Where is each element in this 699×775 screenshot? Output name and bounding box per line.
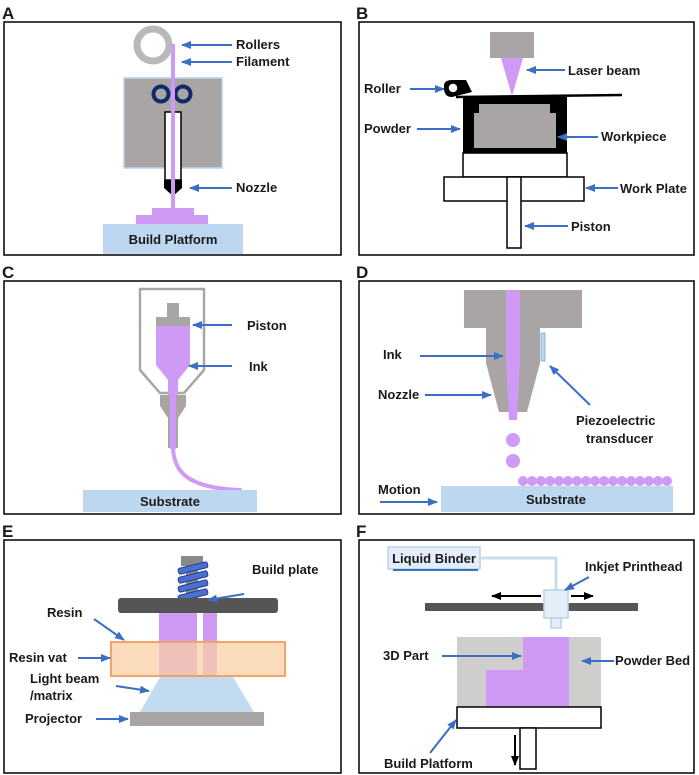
panel-d: D Substrate Ink Nozzle Piezoelectric bbox=[356, 263, 695, 515]
piston-rod bbox=[506, 176, 522, 249]
arrow-platform-f bbox=[429, 719, 457, 754]
label-part: 3D Part bbox=[383, 648, 429, 663]
label-substrate-d: Substrate bbox=[526, 492, 586, 507]
ink-taper bbox=[506, 362, 520, 420]
panel-a-frame bbox=[3, 21, 342, 256]
syringe-barrel bbox=[138, 287, 206, 395]
panel-d-frame bbox=[358, 280, 695, 515]
printed-part bbox=[486, 637, 569, 707]
build-chamber bbox=[462, 152, 568, 178]
filament-spool bbox=[133, 25, 173, 65]
arrow-buildplate bbox=[207, 593, 245, 603]
label-ink-c: Ink bbox=[249, 359, 269, 374]
printhead-tip bbox=[550, 617, 562, 629]
label-rollers: Rollers bbox=[236, 37, 280, 52]
label-motion: Motion bbox=[378, 482, 421, 497]
platform-piston bbox=[519, 727, 537, 770]
droplet-1 bbox=[506, 433, 520, 447]
panel-d-letter: D bbox=[356, 263, 368, 282]
inkjet-printhead bbox=[543, 589, 569, 619]
panel-f: F Liquid Binder Inkjet Printhead 3D Part… bbox=[356, 522, 695, 774]
panel-e-letter: E bbox=[2, 522, 13, 541]
deposited-droplets bbox=[518, 476, 672, 486]
screw-thread bbox=[177, 561, 209, 602]
printed-layer-bottom bbox=[136, 215, 208, 224]
label-light-1: Light beam bbox=[30, 671, 99, 686]
resin-vat bbox=[110, 641, 286, 677]
workpiece bbox=[474, 104, 556, 148]
label-buildplate: Build plate bbox=[252, 562, 318, 577]
ink-channel bbox=[170, 395, 176, 449]
powder-surface bbox=[455, 93, 623, 99]
feed-tube bbox=[480, 556, 558, 590]
label-roller: Roller bbox=[364, 81, 401, 96]
plunger-head bbox=[156, 317, 190, 326]
printhead-rail bbox=[425, 603, 638, 611]
laser-beam bbox=[501, 58, 523, 96]
roller-right bbox=[173, 84, 193, 104]
label-printhead: Inkjet Printhead bbox=[585, 559, 683, 574]
label-binder: Liquid Binder bbox=[392, 551, 476, 566]
droplet-2 bbox=[506, 454, 520, 468]
extruded-ink bbox=[171, 446, 242, 492]
ink-channel-d bbox=[506, 290, 520, 362]
panel-b: B Laser beam Roller Powder Workpiece Wor… bbox=[356, 4, 695, 256]
printed-layer-top bbox=[152, 208, 194, 216]
panel-b-letter: B bbox=[356, 4, 368, 23]
arrow-lightbeam bbox=[115, 685, 150, 694]
plunger-rod bbox=[167, 303, 179, 319]
panel-f-letter: F bbox=[356, 522, 366, 541]
label-piezo-1: Piezoelectric bbox=[576, 413, 656, 428]
label-piezo-2: transducer bbox=[586, 431, 653, 446]
light-beam bbox=[140, 677, 254, 712]
substrate-c bbox=[83, 490, 257, 512]
label-platform-f: Build Platform bbox=[384, 756, 473, 771]
panel-e-frame bbox=[3, 539, 342, 774]
ink-reservoir bbox=[156, 326, 190, 396]
printhead-body bbox=[464, 290, 582, 412]
filament-strand bbox=[171, 44, 175, 214]
label-resin: Resin bbox=[47, 605, 82, 620]
label-laser: Laser beam bbox=[568, 63, 640, 78]
build-platform-label: Build Platform bbox=[129, 232, 218, 247]
label-substrate-c: Substrate bbox=[140, 494, 200, 509]
roller-left bbox=[151, 84, 171, 104]
label-light-2: /matrix bbox=[30, 688, 73, 703]
label-workpiece: Workpiece bbox=[601, 129, 667, 144]
label-workplate: Work Plate bbox=[620, 181, 687, 196]
build-plate bbox=[118, 598, 278, 613]
label-resinvat: Resin vat bbox=[9, 650, 67, 665]
label-projector: Projector bbox=[25, 711, 82, 726]
arrow-resin bbox=[93, 618, 125, 641]
roller-wheel bbox=[447, 82, 459, 94]
build-platform bbox=[103, 224, 243, 254]
panel-c-letter: C bbox=[2, 263, 14, 282]
label-nozzle: Nozzle bbox=[236, 180, 277, 195]
panel-c: C Substrate Piston Ink bbox=[2, 263, 342, 515]
piezo-transducer bbox=[540, 332, 546, 362]
panel-f-frame bbox=[358, 539, 695, 774]
arrow-piezo bbox=[549, 365, 591, 406]
label-powder: Powder bbox=[364, 121, 411, 136]
label-powderbed: Powder Bed bbox=[615, 653, 690, 668]
label-filament: Filament bbox=[236, 54, 290, 69]
label-nozzle-d: Nozzle bbox=[378, 387, 419, 402]
panel-a-letter: A bbox=[2, 4, 14, 23]
label-piston: Piston bbox=[571, 219, 611, 234]
arrow-printhead bbox=[564, 576, 590, 591]
panel-b-frame bbox=[358, 21, 695, 256]
laser-head bbox=[490, 32, 534, 58]
panel-e: E Build plate Resin Resin vat Light beam bbox=[2, 522, 342, 774]
build-platform-f bbox=[456, 706, 602, 729]
panel-c-frame bbox=[3, 280, 342, 515]
label-piston-c: Piston bbox=[247, 318, 287, 333]
label-ink-d: Ink bbox=[383, 347, 403, 362]
projector bbox=[130, 712, 264, 726]
panel-a: A Build Platform Rollers Filament Nozzle bbox=[2, 4, 342, 256]
screw-cap bbox=[181, 556, 203, 566]
substrate-d bbox=[441, 486, 673, 512]
